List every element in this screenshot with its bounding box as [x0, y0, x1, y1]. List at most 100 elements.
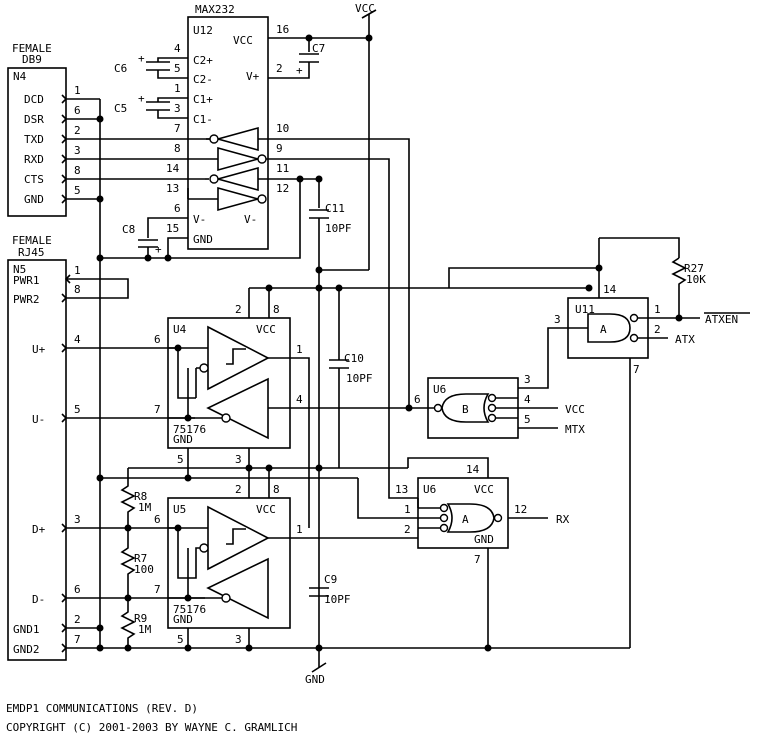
u5-pin: 5	[177, 633, 184, 646]
c7-label: C7	[312, 42, 325, 55]
u5-75176: U5 VCC 75176 GND 2 8 6 7 1 5 3	[154, 483, 418, 646]
u6a-pin: 12	[514, 503, 527, 516]
rj45-pin-num: 8	[74, 283, 81, 296]
u6a-ref: U6	[423, 483, 436, 496]
u6b-pin: 4	[524, 393, 531, 406]
u11-gate-letter: A	[600, 323, 607, 336]
atxen-label: ATXEN	[705, 313, 738, 326]
u12-pin-num: 7	[174, 122, 181, 135]
u4-pin: 8	[273, 303, 280, 316]
u11-pin: 3	[554, 313, 561, 326]
u12-pin-num: 16	[276, 23, 289, 36]
u12-vminus: V-	[193, 213, 206, 226]
c8-label: C8	[122, 223, 135, 236]
u12-pin-num: 8	[174, 142, 181, 155]
r7-value: 100	[134, 563, 154, 576]
u12-c2minus: C2-	[193, 73, 213, 86]
u12-max232: MAX232 U12 VCC V+ C2+ C2- C1+ C1- V- GND…	[166, 3, 289, 250]
rj45-pin-num: 1	[74, 264, 81, 277]
u4-vcc: VCC	[256, 323, 276, 336]
c7-plus: +	[296, 64, 303, 77]
rj45-pin-u-plus: U+	[32, 343, 46, 356]
u12-ref: U12	[193, 24, 213, 37]
db9-title: FEMALE	[12, 42, 52, 55]
db9-pin-num: 1	[74, 84, 81, 97]
db9-subtitle: DB9	[22, 53, 42, 66]
atx-label: ATX	[675, 333, 695, 346]
u6a-pin: 7	[474, 553, 481, 566]
rj45-pin-num: 7	[74, 633, 81, 646]
footer-copyright: COPYRIGHT (C) 2001-2003 BY WAYNE C. GRAM…	[6, 721, 297, 734]
u6b-pin: 6	[414, 393, 421, 406]
db9-pin-dsr: DSR	[24, 113, 44, 126]
gnd-symbol-bottom: GND	[305, 648, 327, 686]
r9-label: R9	[134, 612, 147, 625]
u12-vminus-r: V-	[244, 213, 257, 226]
u6a-gate-letter: A	[462, 513, 469, 526]
gnd-label-bottom: GND	[305, 673, 325, 686]
db9-pin-gnd: GND	[24, 193, 44, 206]
db9-pin-num: 3	[74, 144, 81, 157]
u11-pin: 1	[654, 303, 661, 316]
u5-ref: U5	[173, 503, 186, 516]
u6a-pin: 14	[466, 463, 480, 476]
u5-pin: 3	[235, 633, 242, 646]
u6a-vcc: VCC	[474, 483, 494, 496]
c10-value: 10PF	[346, 372, 373, 385]
mtx-label: MTX	[565, 423, 585, 436]
u5-pin: 1	[296, 523, 303, 536]
u12-pin-num: 4	[174, 42, 181, 55]
r27-label: R27	[684, 262, 704, 275]
db9-pin-num: 6	[74, 104, 81, 117]
u12-pin-num: 14	[166, 162, 180, 175]
vcc-label-top: VCC	[355, 2, 375, 15]
u12-part: MAX232	[195, 3, 235, 16]
u5-pin: 2	[235, 483, 242, 496]
c6-label: C6	[114, 62, 127, 75]
c11-value: 10PF	[325, 222, 352, 235]
r8-label: R8	[134, 490, 147, 503]
u6b-gate: U6 B 6 3 4 5	[414, 373, 531, 439]
db9-pin-num: 5	[74, 184, 81, 197]
u12-pin-num: 5	[174, 62, 181, 75]
u4-part: 75176	[173, 423, 206, 436]
db9-ref: N4	[13, 70, 27, 83]
u12-c1minus: C1-	[193, 113, 213, 126]
rj45-pin-u-minus: U-	[32, 413, 45, 426]
r27-value: 10K	[686, 273, 706, 286]
u5-pin: 7	[154, 583, 161, 596]
u6b-ref: U6	[433, 383, 446, 396]
u12-c1plus: C1+	[193, 93, 213, 106]
resistor-chain: R8 1M R7 100 R9 1M	[120, 468, 154, 648]
u11-pin: 7	[633, 363, 640, 376]
vcc-signal-label: VCC	[565, 403, 585, 416]
rj45-pin-d-minus: D-	[32, 593, 45, 606]
db9-pin-cts: CTS	[24, 173, 44, 186]
u12-c2plus: C2+	[193, 54, 213, 67]
footer-title: EMDP1 COMMUNICATIONS (REV. D)	[6, 702, 198, 715]
vcc-symbol-top: VCC	[355, 2, 377, 270]
u11-pin: 14	[603, 283, 617, 296]
u5-gnd: GND	[173, 613, 193, 626]
u4-gnd: GND	[173, 433, 193, 446]
u12-pin-num: 10	[276, 122, 289, 135]
u12-pin-num: 11	[276, 162, 289, 175]
r8-value: 1M	[138, 501, 152, 514]
u4-pin: 5	[177, 453, 184, 466]
db9-pin-num: 2	[74, 124, 81, 137]
u5-part: 75176	[173, 603, 206, 616]
db9-pin-txd: TXD	[24, 133, 44, 146]
c8-plus: +	[155, 243, 162, 256]
u6b-gate-letter: B	[462, 403, 469, 416]
u12-pin-num: 2	[276, 62, 283, 75]
rj45-connector: FEMALE RJ45 N5 PWR1 PWR2 U+ U- D+ D- GND…	[7, 234, 630, 661]
c10-label: C10	[344, 352, 364, 365]
u12-pin-num: 15	[166, 222, 179, 235]
rj45-title: FEMALE	[12, 234, 52, 247]
u4-pin: 1	[296, 343, 303, 356]
r9-value: 1M	[138, 623, 152, 636]
u6a-gnd: GND	[474, 533, 494, 546]
rx-label: RX	[556, 513, 570, 526]
u6a-gate: U6 VCC GND A 13 14 1 2 12 7	[395, 463, 527, 566]
